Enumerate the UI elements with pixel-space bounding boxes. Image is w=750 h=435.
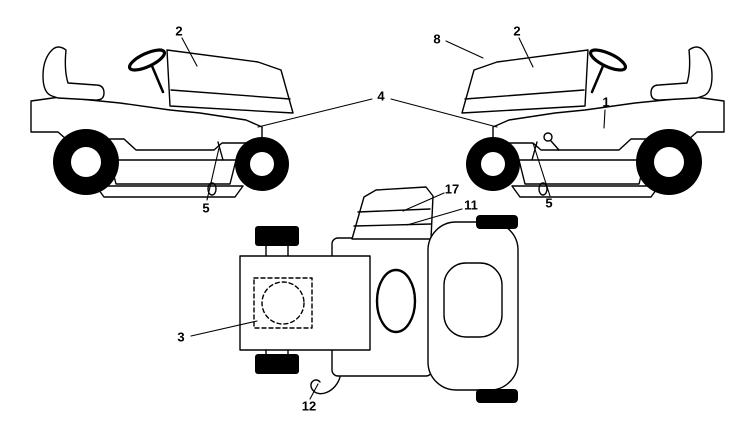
callout-label-8: 8 [433, 31, 441, 47]
leader-2-left [181, 37, 198, 67]
engine-dashed-circle [261, 281, 305, 325]
deck-lift-knob [543, 132, 553, 142]
steering-column [150, 64, 165, 94]
rear-wheel-rim [71, 147, 101, 177]
cable-line [310, 376, 341, 395]
right-tractor-details [543, 132, 560, 151]
front-frame-top-view [239, 255, 371, 351]
leader-1 [603, 109, 606, 129]
front-left-wheel-top-view [255, 226, 299, 246]
steering-wheel [127, 48, 167, 72]
callout-label-5-left: 5 [202, 200, 210, 216]
rear-right-wheel-top-view [476, 389, 518, 403]
leader-2-right [518, 37, 534, 68]
rear-left-wheel-top-view [476, 215, 518, 229]
callout-label-2-right: 2 [513, 23, 521, 39]
mower-deck-skirt [95, 185, 244, 198]
console-upper-decal-line [357, 208, 431, 213]
seat-top-view [443, 262, 503, 338]
left-tractor-side-view [30, 46, 294, 198]
leader-4-to-left-tractor [257, 98, 373, 128]
front-wheel-rim [250, 152, 274, 176]
tractor-seat [42, 46, 105, 101]
deck-hanger [217, 141, 224, 161]
leader-17 [402, 192, 445, 212]
leader-11 [406, 208, 463, 226]
engine-dashed-box [253, 277, 313, 329]
steering-wheel-top-view [375, 268, 417, 334]
callout-label-5-right: 5 [545, 195, 553, 211]
right-tractor-side-view [460, 44, 726, 199]
callout-leader-lines [181, 37, 606, 400]
leader-4-to-right-tractor [390, 98, 498, 128]
callout-label-12: 12 [301, 398, 317, 414]
deck-lift-lever [550, 140, 560, 151]
leader-12 [309, 383, 319, 400]
leader-5-left [206, 147, 220, 201]
leader-5-right [532, 142, 551, 197]
dash-console-top-view [351, 186, 434, 240]
hood-divider-line [170, 89, 291, 100]
top-view [239, 186, 519, 403]
callout-label-3: 3 [177, 329, 185, 345]
engine-hood [166, 49, 294, 114]
leader-8 [445, 40, 484, 59]
callout-label-1: 1 [602, 94, 610, 110]
callout-label-17: 17 [444, 181, 460, 197]
front-right-wheel-top-view [255, 354, 299, 374]
deck-cable-loop [207, 182, 217, 196]
callout-label-2-left: 2 [175, 23, 183, 39]
mower-deck [109, 159, 237, 185]
callout-label-11: 11 [464, 197, 478, 213]
callout-label-4: 4 [377, 88, 385, 104]
leader-3 [190, 320, 258, 337]
console-lower-decal-line [353, 223, 432, 227]
